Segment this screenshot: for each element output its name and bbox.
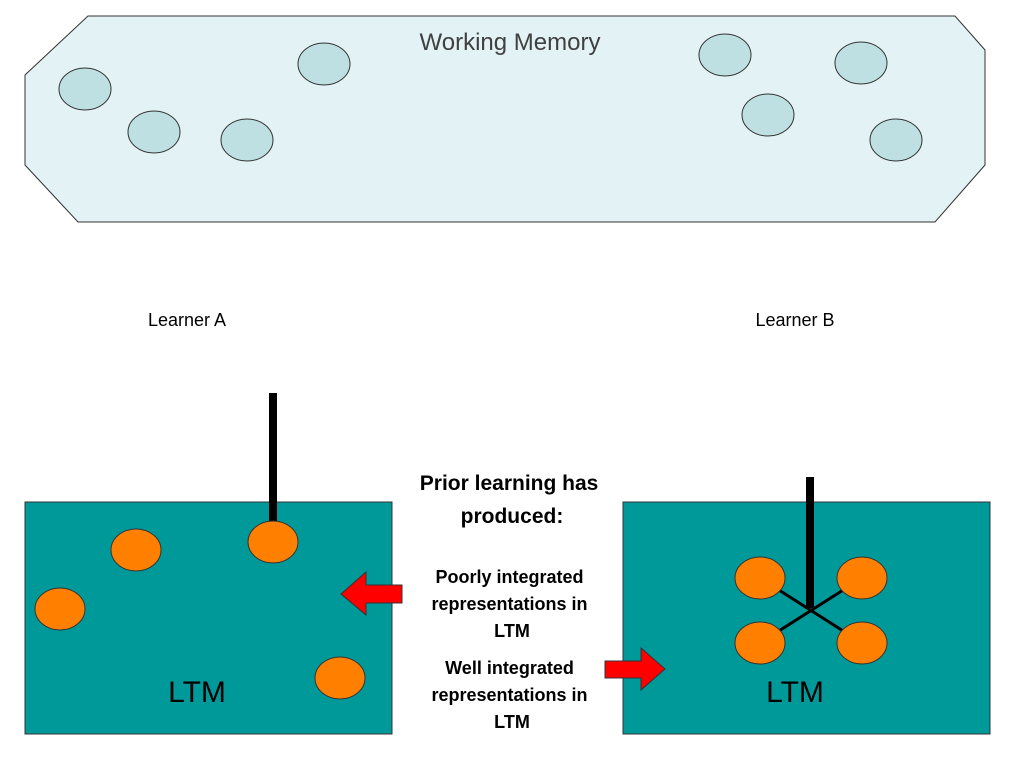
ltm-node — [314, 656, 366, 700]
left-arrow-icon — [340, 570, 403, 617]
learner-b-label: Learner B — [755, 310, 834, 330]
ltm-label-a: LTM — [168, 676, 226, 709]
ltm-node — [247, 520, 299, 564]
wm-node — [741, 93, 795, 137]
ltm-label-b: LTM — [766, 676, 824, 709]
ltm-node — [836, 621, 888, 665]
wm-node — [127, 110, 181, 154]
wm-node — [297, 42, 351, 86]
wm-node — [220, 118, 274, 162]
wm-node — [58, 67, 112, 111]
working-memory-title: Working Memory — [420, 29, 601, 56]
ltm-node — [34, 587, 86, 631]
right-arrow-icon — [604, 646, 666, 692]
learner-a-label: Learner A — [148, 310, 226, 330]
wm-node — [834, 41, 888, 85]
wm-node — [869, 118, 923, 162]
poorly-integrated-text: Poorly integrated representations in LTM — [431, 567, 592, 641]
ltm-node — [734, 621, 786, 665]
ltm-node — [734, 556, 786, 600]
ltm-node — [110, 528, 162, 572]
ltm-node — [836, 556, 888, 600]
well-integrated-text: Well integrated representations in LTM — [431, 658, 592, 732]
prior-learning-heading: Prior learning has produced: — [420, 472, 604, 528]
wm-node — [698, 33, 752, 77]
